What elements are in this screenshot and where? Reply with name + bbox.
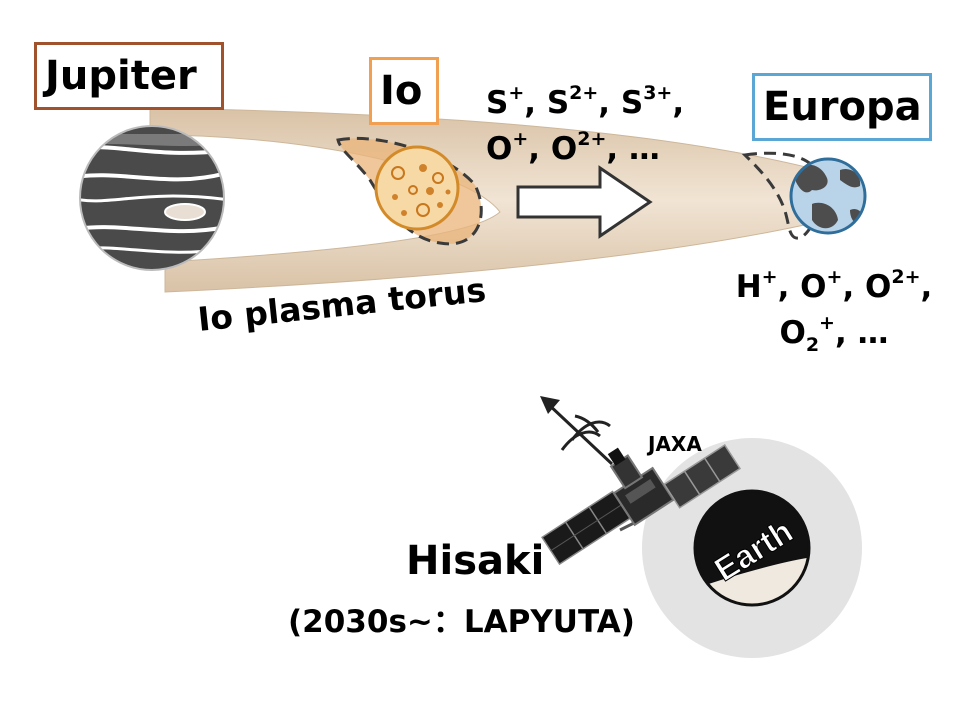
ion-formula: H+ (735, 266, 778, 306)
ion-element: H (735, 269, 762, 305)
europa-moon (789, 157, 867, 235)
hisaki-satellite (541, 444, 742, 566)
ion-element: O (550, 131, 578, 167)
ion-element: S (546, 85, 570, 121)
jaxa-label: JAXA (648, 432, 702, 456)
ion-element: S (620, 85, 644, 121)
jupiter-label: Jupiter (34, 42, 224, 110)
io-ion-line-1: S+, S2+, S3+, (486, 80, 684, 126)
europa-ion-line-1: H+, O+, O2+, (724, 264, 944, 310)
ion-separator: , … (606, 131, 660, 167)
ion-charge: + (761, 266, 778, 288)
ion-charge: + (508, 82, 525, 104)
ion-formula: S+ (486, 82, 525, 122)
ion-separator: , … (834, 315, 889, 351)
ion-formula: O2+ (865, 266, 921, 306)
ion-separator: , (598, 85, 621, 121)
jupiter-planet (80, 126, 224, 270)
observation-beam-icon (540, 396, 614, 466)
europa-ion-species: H+, O+, O2+, O2+, … (724, 264, 944, 356)
ion-separator: , (842, 269, 866, 305)
europa-label: Europa (752, 73, 932, 141)
ion-charge: 3+ (643, 82, 673, 104)
ion-charge: + (826, 266, 843, 288)
io-plasma-torus (149, 107, 819, 293)
ion-formula: O+ (800, 266, 843, 306)
ion-charge: 2+ (577, 128, 607, 150)
io-moon (374, 145, 460, 231)
ion-element: O (486, 131, 513, 167)
ion-separator: , (524, 85, 547, 121)
ion-element: O (779, 315, 806, 351)
ion-separator: , (528, 131, 551, 167)
transport-arrow-icon (516, 165, 653, 239)
europa-ion-line-2: O2+, … (724, 310, 944, 356)
ion-element: S (486, 85, 509, 121)
ion-separator: , (672, 85, 685, 121)
europa-neutral-cloud (741, 151, 820, 240)
ion-formula: O+ (486, 128, 529, 168)
io-label: Io (369, 57, 439, 125)
io-ion-species: S+, S2+, S3+, O+, O2+, … (486, 80, 684, 172)
ion-charge: + (819, 312, 835, 334)
ion-separator: , (777, 269, 801, 305)
ion-charge: 2+ (891, 266, 921, 288)
ion-charge: + (512, 128, 529, 150)
ion-formula: O2+ (550, 128, 607, 168)
ion-charge: 2+ (569, 82, 599, 104)
hisaki-label: Hisaki (406, 538, 545, 584)
ion-formula: S3+ (620, 82, 673, 122)
ion-subscript: 2 (805, 334, 820, 356)
io-ion-line-2: O+, O2+, … (486, 126, 684, 172)
ion-formula: S2+ (546, 82, 599, 122)
ion-element: O (865, 269, 892, 305)
ion-element: O (800, 269, 827, 305)
ion-formula: O2+ (779, 312, 835, 355)
earth-globe (693, 489, 811, 607)
lapyuta-label: (2030s~：LAPYUTA) (288, 604, 635, 640)
ion-separator: , (920, 269, 933, 305)
